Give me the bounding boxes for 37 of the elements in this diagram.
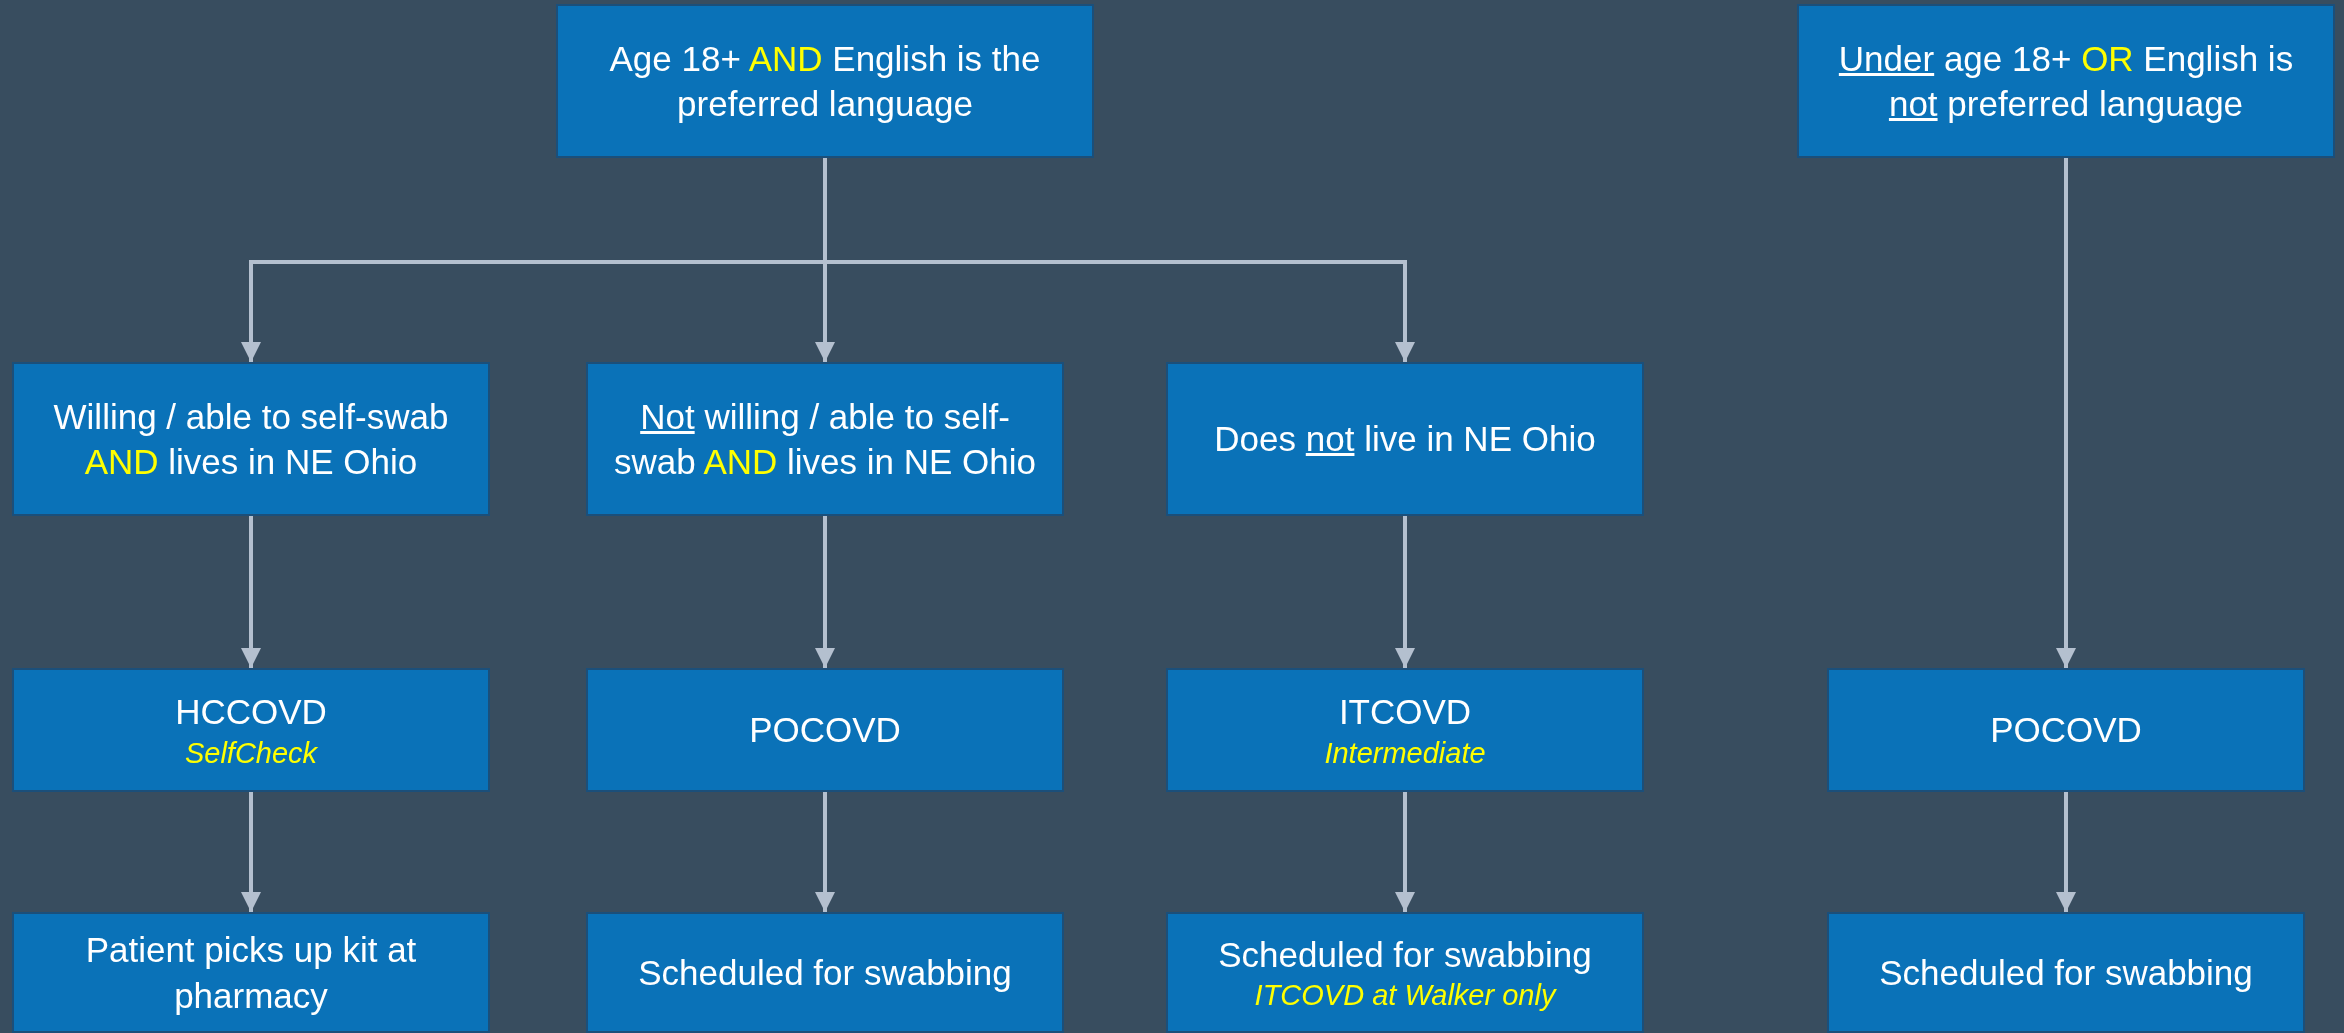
box-text: Under age 18+ OR English is not preferred language [1837,37,2295,125]
process-box [12,912,490,1033]
process-box [586,362,1064,516]
box-text: Not willing / able to self-swab AND lives in NE Ohio [612,395,1038,483]
box-text: POCOVD [1990,709,2142,752]
box-subtitle: ITCOVD at Walker only [1254,978,1556,1014]
process-box [1166,912,1644,1033]
arrow [1395,516,1415,668]
box-subtitle: Intermediate [1324,735,1486,771]
box-subtitle: SelfCheck [184,735,318,771]
process-box [1166,668,1644,792]
arrow [241,792,261,912]
process-box [1166,362,1644,516]
process-box [1797,4,2335,158]
arrow [1395,792,1415,912]
process-box [12,668,490,792]
box-text: Scheduled for swabbing [1218,933,1592,976]
process-box [556,4,1094,158]
box-text: Patient picks up kit at pharmacy [84,929,418,1017]
box-text: POCOVD [749,709,901,752]
arrow [815,792,835,912]
box-text: Scheduled for swabbing [638,951,1012,994]
arrow [241,516,261,668]
box-text: Willing / able to self-swab AND lives in NE Ohio [52,395,450,483]
box-text: Does not live in NE Ohio [1214,418,1596,461]
box-text: Age 18+ AND English is the preferred language [608,37,1042,125]
process-box [586,912,1064,1033]
box-text: HCCOVD [175,691,327,734]
process-box [586,668,1064,792]
process-box [1827,912,2305,1033]
process-box [12,362,490,516]
box-text: Scheduled for swabbing [1879,951,2253,994]
process-box [1827,668,2305,792]
arrow [2056,158,2076,668]
box-text: ITCOVD [1338,691,1472,734]
arrow [815,516,835,668]
arrow [2056,792,2076,912]
